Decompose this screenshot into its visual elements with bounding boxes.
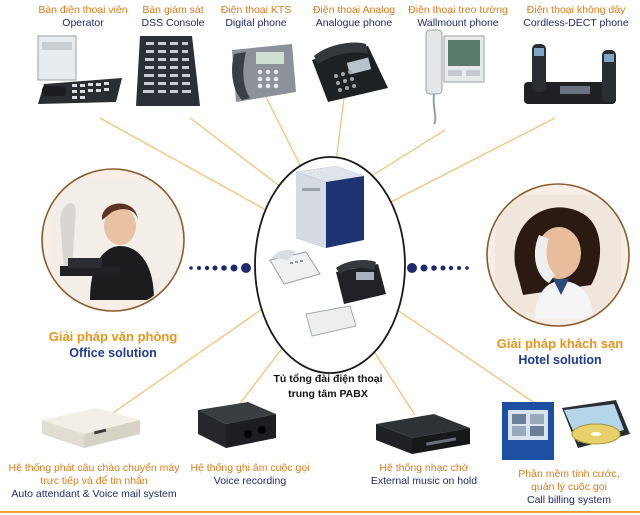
digital-phone-label: Điện thoại KTS Digital phone bbox=[220, 4, 292, 29]
music-on-hold-image bbox=[376, 414, 470, 454]
cordless-phone-label: Điện thoại không dây Cordless-DECT phone bbox=[523, 4, 629, 29]
pabx-label: Tủ tổng đài điện thoại trung tâm PABX bbox=[273, 373, 383, 400]
right-dot-connector bbox=[407, 263, 469, 273]
hotel-solution-label: Giải pháp khách sạn Hotel solution bbox=[496, 336, 624, 367]
music-on-hold-label: Hệ thống nhạc chờ External music on hold bbox=[370, 462, 478, 487]
auto-attendant-image bbox=[42, 408, 140, 448]
dss-console-label: Bàn giám sát DSS Console bbox=[141, 4, 205, 29]
bottom-divider bbox=[0, 511, 640, 513]
connector-lines bbox=[99, 89, 556, 416]
auto-attendant-label: Hệ thống phát câu chào chuyển máy trực t… bbox=[8, 462, 180, 500]
cordless-phone-image bbox=[524, 44, 616, 104]
office-woman-image bbox=[50, 180, 176, 300]
pabx-equipment-image bbox=[269, 166, 386, 337]
voice-recording-label: Hệ thống ghi âm cuộc gọi Voice recording bbox=[190, 462, 310, 487]
center-hub-circle bbox=[254, 156, 406, 374]
dss-console-image bbox=[136, 36, 200, 106]
left-dot-connector bbox=[189, 263, 251, 273]
digital-phone-image bbox=[232, 44, 296, 102]
analogue-phone-image bbox=[312, 42, 388, 102]
wallmount-phone-image bbox=[425, 29, 485, 125]
analogue-phone-label: Điện thoại Analog Analogue phone bbox=[312, 4, 396, 29]
call-billing-software-image bbox=[502, 400, 630, 460]
hotel-woman-image bbox=[495, 195, 621, 319]
operator-label: Bàn điện thoại viên Operator bbox=[38, 4, 128, 29]
voice-recording-image bbox=[198, 402, 276, 448]
operator-console-image bbox=[37, 35, 122, 104]
wallmount-phone-label: Điện thoại treo tường Wallmount phone bbox=[408, 4, 508, 29]
office-solution-label: Giải pháp văn phòng Office solution bbox=[48, 329, 178, 360]
call-billing-label: Phần mềm tính cước, quản lý cuộc gọi Cal… bbox=[518, 468, 620, 506]
